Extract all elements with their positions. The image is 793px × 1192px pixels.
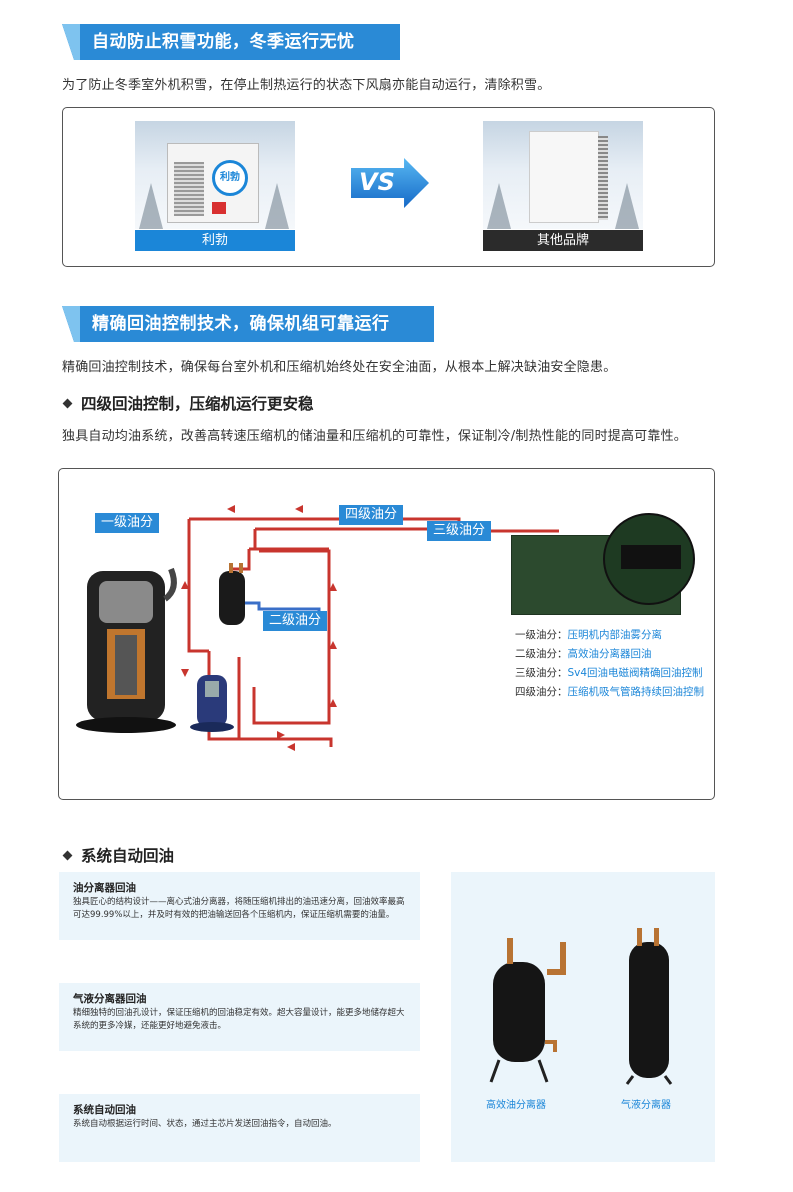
other-brand-product-image (483, 121, 643, 229)
compressor-icon (76, 567, 177, 733)
vs-arrow-icon: VS (351, 158, 429, 208)
legend-item: 二级油分：高效油分离器回油 (515, 648, 652, 660)
gas-liquid-separator-tank-icon (625, 928, 673, 1085)
subheading: 四级回油控制，压缩机运行更安稳 (62, 392, 314, 414)
diamond-bullet-icon (62, 398, 73, 409)
section-banner-snow: 自动防止积雪功能，冬季运行无忧 (62, 24, 400, 60)
section-description: 精确回油控制技术，确保每台室外机和压缩机始终处在安全油面，从根本上解决缺油安全隐… (62, 360, 617, 375)
panel-text: 精细独特的回油孔设计，保证压缩机的回油稳定有效。超大容量设计，能更多地储存超大系… (73, 1008, 405, 1031)
tank-label: 高效油分离器 (486, 1100, 546, 1111)
legend-item: 一级油分：压明机内部油雾分离 (515, 629, 662, 641)
info-panel: 系统自动回油 系统自动根据运行时间、状态，通过主芯片发送回油指令，自动回油。 (59, 1094, 420, 1162)
panel-text: 系统自动根据运行时间、状态，通过主芯片发送回油指令，自动回油。 (73, 1119, 337, 1129)
tag-level4: 四级油分 (339, 505, 404, 525)
diamond-bullet-icon (62, 850, 73, 861)
panel-title: 油分离器回油 (73, 882, 136, 894)
pipe-diagram (76, 505, 559, 751)
panel-text: 独具匠心的结构设计——离心式油分离器，将随压缩机排出的油迅速分离，回油效率最高可… (73, 897, 405, 920)
libo-label: 利勃 (135, 230, 295, 251)
chip-icon (621, 545, 681, 569)
section-title: 精确回油控制技术，确保机组可靠运行 (92, 314, 390, 334)
oil-separator-icon (219, 563, 245, 625)
section-description: 为了防止冬季室外机积雪，在停止制热运行的状态下风扇亦能自动运行，清除积雪。 (62, 78, 551, 93)
comparison-box: 利勃 利勃 VS 其他品牌 (62, 107, 715, 267)
legend-item: 四级油分：压缩机吸气管路持续回油控制 (515, 686, 704, 698)
tank-image-panel: 高效油分离器 气液分离器 (451, 872, 715, 1162)
panel-title: 系统自动回油 (73, 1104, 136, 1116)
ex-mark-icon (212, 202, 226, 214)
section-title: 自动防止积雪功能，冬季运行无忧 (92, 32, 355, 52)
small-compressor-icon (190, 675, 234, 732)
outdoor-unit-image (529, 131, 608, 223)
outdoor-unit-image: 利勃 (167, 143, 259, 223)
info-panel: 气液分离器回油 精细独特的回油孔设计，保证压缩机的回油稳定有效。超大容量设计，能… (59, 983, 420, 1051)
sub-description: 独具自动均油系统，改善高转速压缩机的储油量和压缩机的可靠性，保证制冷/制热性能的… (62, 429, 687, 444)
info-panel: 油分离器回油 独具匠心的结构设计——离心式油分离器，将随压缩机排出的油迅速分离，… (59, 872, 420, 940)
oil-separator-tank-icon (489, 938, 566, 1083)
legend-item: 三级油分：Sv4回油电磁阀精确回油控制 (515, 667, 703, 679)
section-banner-oil: 精确回油控制技术，确保机组可靠运行 (62, 306, 434, 342)
other-brand-label: 其他品牌 (483, 230, 643, 251)
tag-level1: 一级油分 (95, 513, 160, 533)
tag-level3: 三级油分 (427, 521, 492, 541)
chip-zoom-image (603, 513, 695, 605)
oil-return-diagram: 一级油分 四级油分 三级油分 二级油分 一级油分：压明机内部油雾分离 二级油分：… (58, 468, 715, 800)
tag-level2: 二级油分 (263, 611, 328, 631)
panel-title: 气液分离器回油 (73, 993, 147, 1005)
libo-product-image: 利勃 (135, 121, 295, 229)
brand-logo-icon: 利勃 (212, 160, 248, 196)
tank-label: 气液分离器 (621, 1100, 671, 1111)
subheading: 系统自动回油 (62, 844, 174, 866)
